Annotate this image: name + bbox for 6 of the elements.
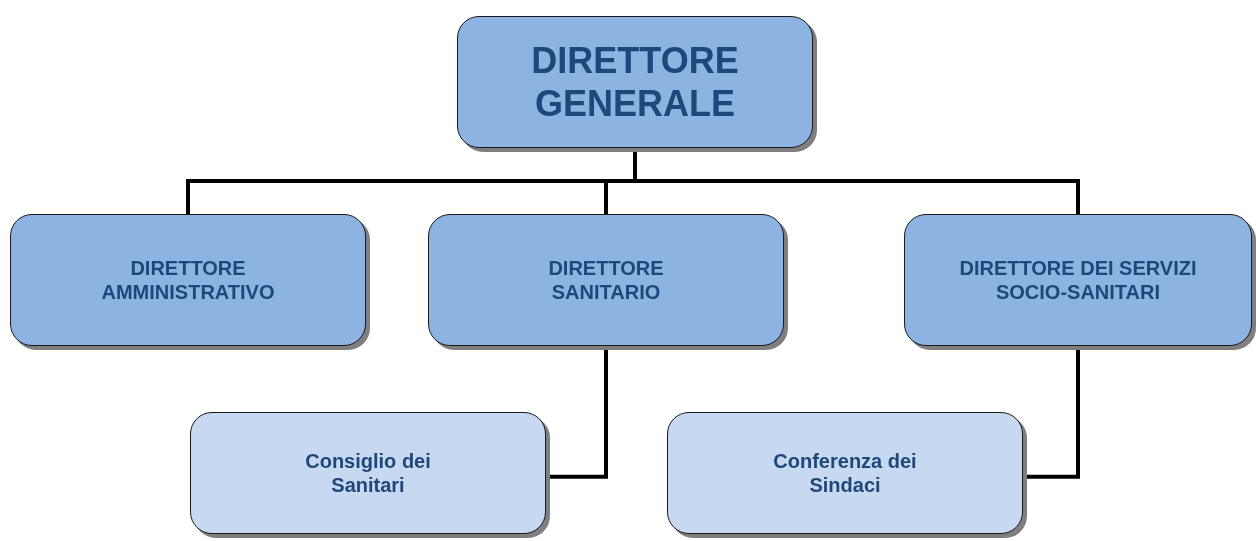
box-label: DIRETTORE AMMINISTRATIVO [100,256,276,304]
box-label: Consiglio dei Sanitari [304,449,432,497]
box-label: DIRETTORE SANITARIO [547,256,665,304]
box-label: DIRETTORE GENERALE [530,38,740,126]
box-label: DIRETTORE DEI SERVIZI SOCIO-SANITARI [958,256,1198,304]
box-label: Conferenza dei Sindaci [772,449,918,497]
